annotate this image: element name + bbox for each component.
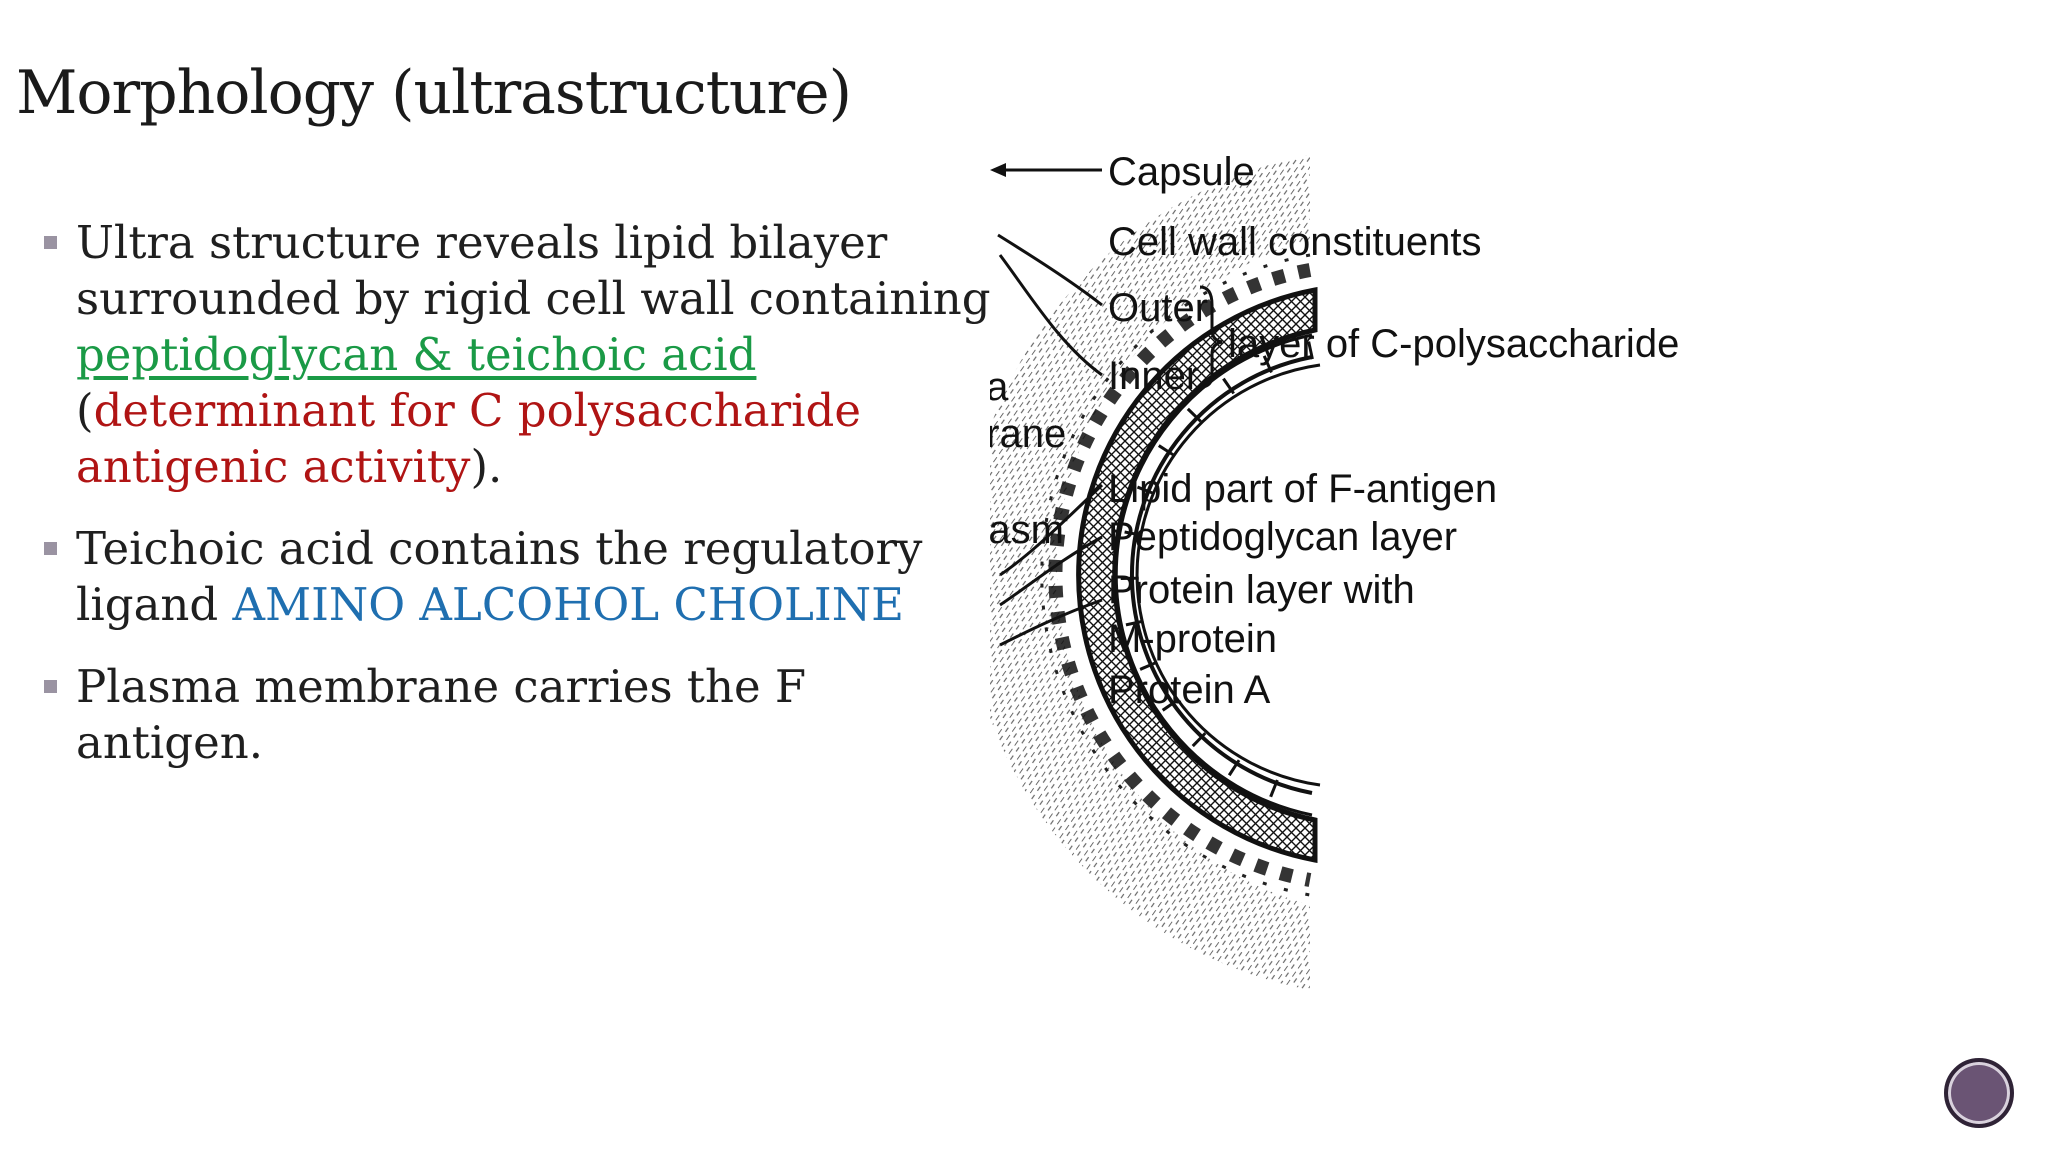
bullet-2-text-blue: AMINO ALCOHOL CHOLINE	[232, 578, 904, 631]
label-plasma: Plasma	[990, 365, 1009, 409]
label-protein-layer-with: Protein layer with	[1108, 568, 1415, 612]
cell-wall-diagram: Capsule Cell wall constituents Outer lay…	[990, 150, 1679, 990]
bullet-list: Ultra structure reveals lipid bilayer su…	[44, 215, 1004, 797]
diagram-arrows	[996, 168, 1104, 647]
bullet-item-3: Plasma membrane carries the F antigen.	[44, 659, 1004, 771]
plasma-membrane	[1135, 363, 1321, 787]
slide-title: Morphology (ultrastructure)	[16, 58, 852, 128]
label-cell-wall-constituents: Cell wall constituents	[1108, 220, 1482, 264]
protein-layer	[1114, 333, 1313, 817]
label-protein-a: Protein A	[1108, 668, 1271, 712]
bullet-1-text-a: Ultra structure reveals lipid bilayer su…	[76, 216, 991, 325]
peptidoglycan-band	[1076, 286, 1318, 864]
bullet-1-text-red: determinant for C polysaccharide antigen…	[76, 384, 861, 493]
label-membrane: membrane	[990, 412, 1066, 456]
square-bullet-icon	[44, 236, 57, 249]
bullet-item-2: Teichoic acid contains the regulatory li…	[44, 521, 1004, 633]
label-m-protein: M-protein	[1108, 617, 1277, 661]
label-peptidoglycan-layer: Peptidoglycan layer	[1108, 515, 1457, 559]
label-lipid-f-antigen: Lipid part of F-antigen	[1108, 467, 1497, 511]
label-cytoplasm: Cytoplasm	[990, 508, 1064, 552]
bullet-1-text-b: (	[76, 384, 94, 437]
bullet-1-text-c: ).	[470, 440, 503, 493]
capsule-layer	[990, 155, 1310, 990]
bullet-3-text-a: Plasma membrane carries the F antigen.	[76, 660, 807, 769]
bullet-2-text-a: Teichoic acid contains the regulatory li…	[76, 522, 923, 631]
label-inner: Inner	[1108, 354, 1199, 398]
slide-nav-button[interactable]	[1944, 1058, 2014, 1128]
square-bullet-icon	[44, 680, 57, 693]
square-bullet-icon	[44, 542, 57, 555]
label-c-polysaccharide: layer of C-polysaccharide	[1228, 322, 1679, 366]
bullet-1-link-peptidoglycan[interactable]: peptidoglycan & teichoic acid	[76, 328, 757, 381]
label-capsule: Capsule	[1108, 150, 1255, 194]
label-outer: Outer	[1108, 286, 1208, 330]
bullet-item-1: Ultra structure reveals lipid bilayer su…	[44, 215, 1004, 495]
